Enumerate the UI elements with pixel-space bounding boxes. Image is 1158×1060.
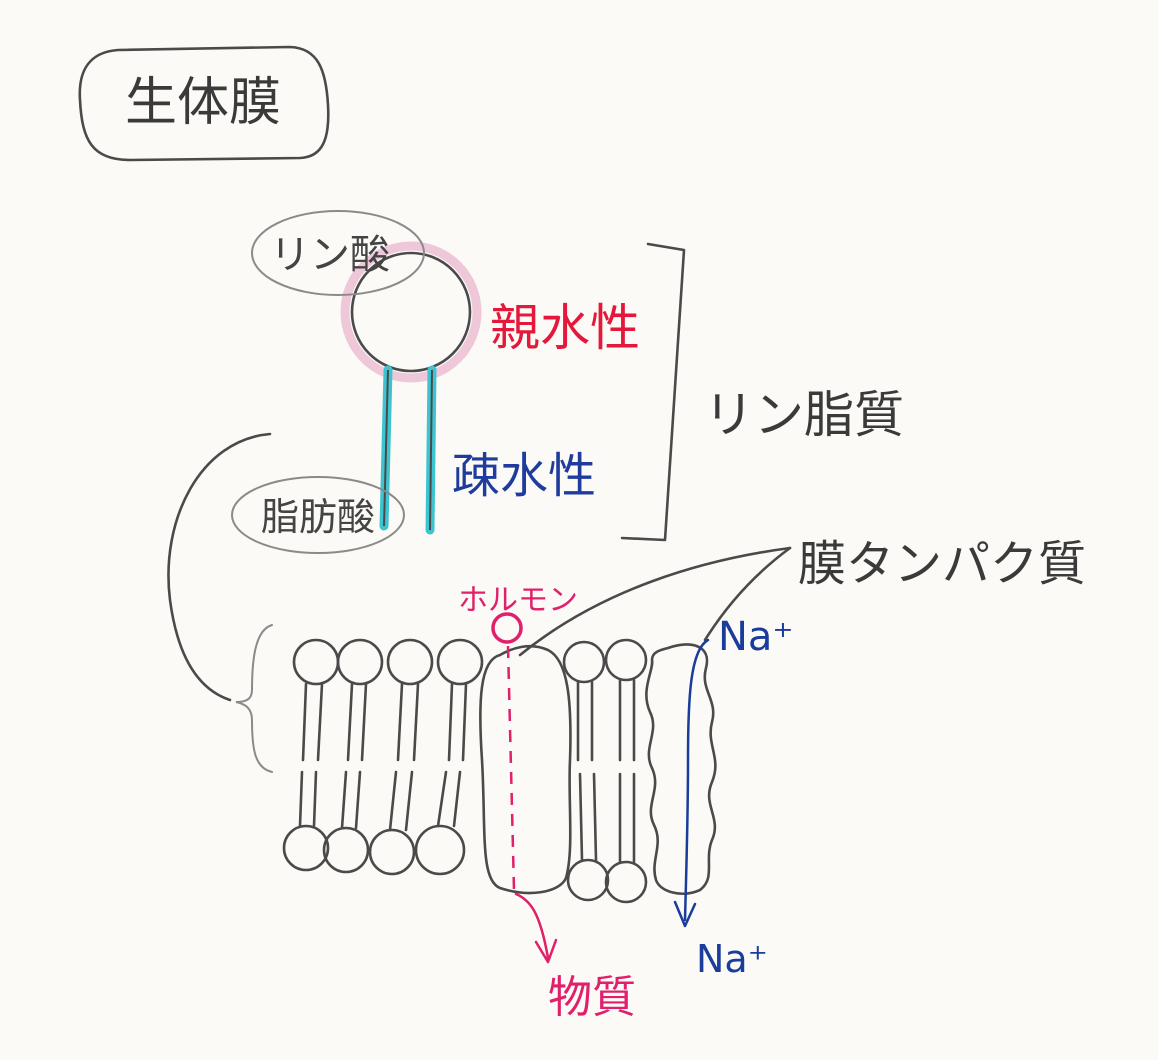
lipid-group-left: [282, 638, 484, 876]
zoom-callout-curve: [167, 432, 272, 702]
head-halo: [340, 241, 482, 383]
phosphate-head: [350, 251, 472, 373]
fatty-acid-label: 脂肪酸: [261, 495, 375, 539]
na-transport-arrow: [683, 638, 710, 922]
fatty-acid-label-group: 脂肪酸: [231, 476, 405, 554]
substance-path: [506, 645, 516, 891]
substance-arrow: [514, 892, 550, 960]
hydrophobic-label: 疎水性: [452, 448, 596, 504]
hormone-icon: [491, 612, 523, 644]
hormone-label: ホルモン: [458, 583, 578, 618]
na-ion-top-label: Na⁺: [718, 614, 794, 660]
membrane-protein-label: 膜タンパク質: [798, 536, 1086, 592]
phospholipid-molecule: [340, 241, 482, 535]
phospholipid-bracket: [620, 242, 686, 542]
hydrophilic-label: 親水性: [490, 299, 640, 357]
phosphate-label-group: リン酸: [251, 210, 425, 296]
lipid-group-right: [562, 638, 648, 904]
phosphate-label: リン酸: [270, 232, 390, 278]
protein-pointer-1: [518, 546, 792, 657]
channel-protein: [479, 644, 572, 895]
title-box: 生体膜: [78, 45, 330, 162]
title-text: 生体膜: [125, 73, 281, 133]
wavy-protein: [645, 643, 717, 895]
na-ion-bottom-label: Na⁺: [696, 937, 768, 981]
protein-pointer-2: [703, 546, 792, 642]
membrane-brace: [235, 624, 273, 773]
phospholipid-group-label: リン脂質: [704, 386, 904, 444]
substance-label: 物質: [548, 972, 636, 1023]
lipid-bilayer: [282, 638, 717, 904]
